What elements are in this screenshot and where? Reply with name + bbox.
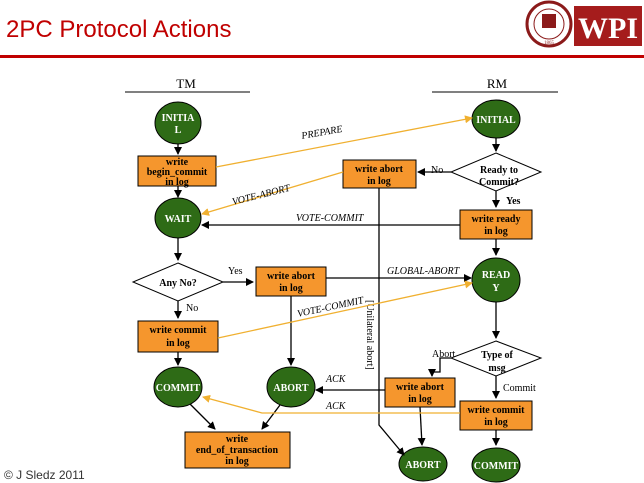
svg-text:write abort: write abort [396, 382, 445, 393]
msg-prepare-label: PREPARE [300, 124, 344, 142]
svg-text:Y: Y [492, 283, 500, 294]
svg-text:L: L [175, 125, 182, 136]
svg-text:in log: in log [484, 417, 508, 428]
svg-text:in log: in log [367, 176, 391, 187]
rm-initial-state: INITIAL [471, 99, 521, 139]
tm-no-label: No [186, 303, 198, 314]
seal-year: 1865 [544, 41, 555, 46]
rm-no-label: No [431, 165, 443, 176]
rm-type-of-msg-decision: Type of msg [449, 340, 543, 377]
msg-ack-1-label: ACK [325, 374, 347, 385]
rm-commit-state: COMMIT [471, 447, 521, 483]
svg-text:in log: in log [484, 226, 508, 237]
svg-text:WAIT: WAIT [165, 214, 192, 225]
svg-text:INITIAL: INITIAL [476, 115, 516, 126]
svg-text:write: write [226, 434, 249, 445]
svg-text:in log: in log [279, 283, 303, 294]
svg-text:write commit: write commit [468, 405, 526, 416]
tm-yes-label: Yes [228, 266, 243, 277]
rm-abort-label: Abort [432, 349, 456, 360]
svg-text:INITIA: INITIA [162, 113, 196, 124]
svg-text:msg: msg [488, 363, 505, 374]
rm-ready-to-commit-decision: Ready to Commit? [449, 152, 543, 192]
svg-text:COMMIT: COMMIT [156, 383, 201, 394]
msg-global-abort-label: GLOBAL-ABORT [387, 266, 461, 277]
tm-header: TM [176, 76, 196, 91]
svg-text:in log: in log [408, 394, 432, 405]
tm-abort-state: ABORT [266, 366, 316, 408]
wpi-block [574, 6, 642, 46]
svg-text:write ready: write ready [472, 214, 521, 225]
rm-abort-state: ABORT [398, 446, 448, 482]
rm-write-ready: write ready in log [459, 209, 533, 240]
msg-ack-2-label: ACK [325, 401, 347, 412]
rm-yes-label: Yes [506, 196, 521, 207]
msg-vote-abort-label: VOTE-ABORT [231, 183, 292, 208]
svg-text:in log: in log [166, 338, 190, 349]
svg-text:end_of_transaction: end_of_transaction [196, 445, 279, 456]
svg-text:ABORT: ABORT [273, 383, 309, 394]
svg-text:in log: in log [165, 177, 189, 188]
footer-copyright: © J Sledz 2011 [4, 468, 85, 482]
msg-vote-commit-1-label: VOTE-COMMIT [296, 213, 365, 224]
tm-any-no-decision: Any No? [131, 262, 225, 302]
rm-header: RM [487, 76, 508, 91]
tm-write-abort: write abort in log [255, 266, 327, 297]
tm-wait-state: WAIT [154, 197, 202, 239]
msg-vote-commit-2-label: VOTE-COMMIT [296, 295, 366, 320]
tm-write-end-of-transaction: write end_of_transaction in log [184, 431, 291, 469]
svg-text:write abort: write abort [267, 271, 316, 282]
wpi-logo: WPI 1865 [522, 0, 644, 52]
svg-text:COMMIT: COMMIT [474, 461, 519, 472]
svg-text:Any No?: Any No? [159, 278, 197, 289]
svg-text:write: write [166, 157, 189, 168]
rm-write-commit: write commit in log [459, 400, 533, 431]
svg-text:Commit?: Commit? [479, 177, 519, 188]
svg-text:write commit: write commit [150, 325, 208, 336]
tm-initial-state: INITIA L [154, 101, 202, 145]
slide-title: 2PC Protocol Actions [6, 16, 232, 43]
tm-write-commit: write commit in log [137, 320, 219, 353]
tm-commit-state: COMMIT [153, 366, 203, 408]
wpi-text: WPI [578, 12, 638, 45]
rm-commit-label: Commit [503, 383, 536, 394]
svg-text:READ: READ [482, 270, 510, 281]
svg-text:in log: in log [225, 456, 249, 467]
svg-text:begin_commit: begin_commit [147, 167, 208, 178]
rm-write-abort-2: write abort in log [384, 377, 456, 408]
svg-text:ABORT: ABORT [405, 460, 441, 471]
svg-text:Type of: Type of [481, 350, 513, 361]
tm-write-begin-commit: write begin_commit in log [137, 155, 217, 188]
rm-ready-state: READ Y [471, 257, 521, 303]
rm-write-abort-1: write abort in log [342, 159, 417, 189]
svg-text:write abort: write abort [355, 164, 404, 175]
title-rule [0, 55, 644, 58]
svg-text:Ready to: Ready to [480, 165, 518, 176]
unilateral-abort-label: [Unilateral abort] [364, 300, 375, 370]
